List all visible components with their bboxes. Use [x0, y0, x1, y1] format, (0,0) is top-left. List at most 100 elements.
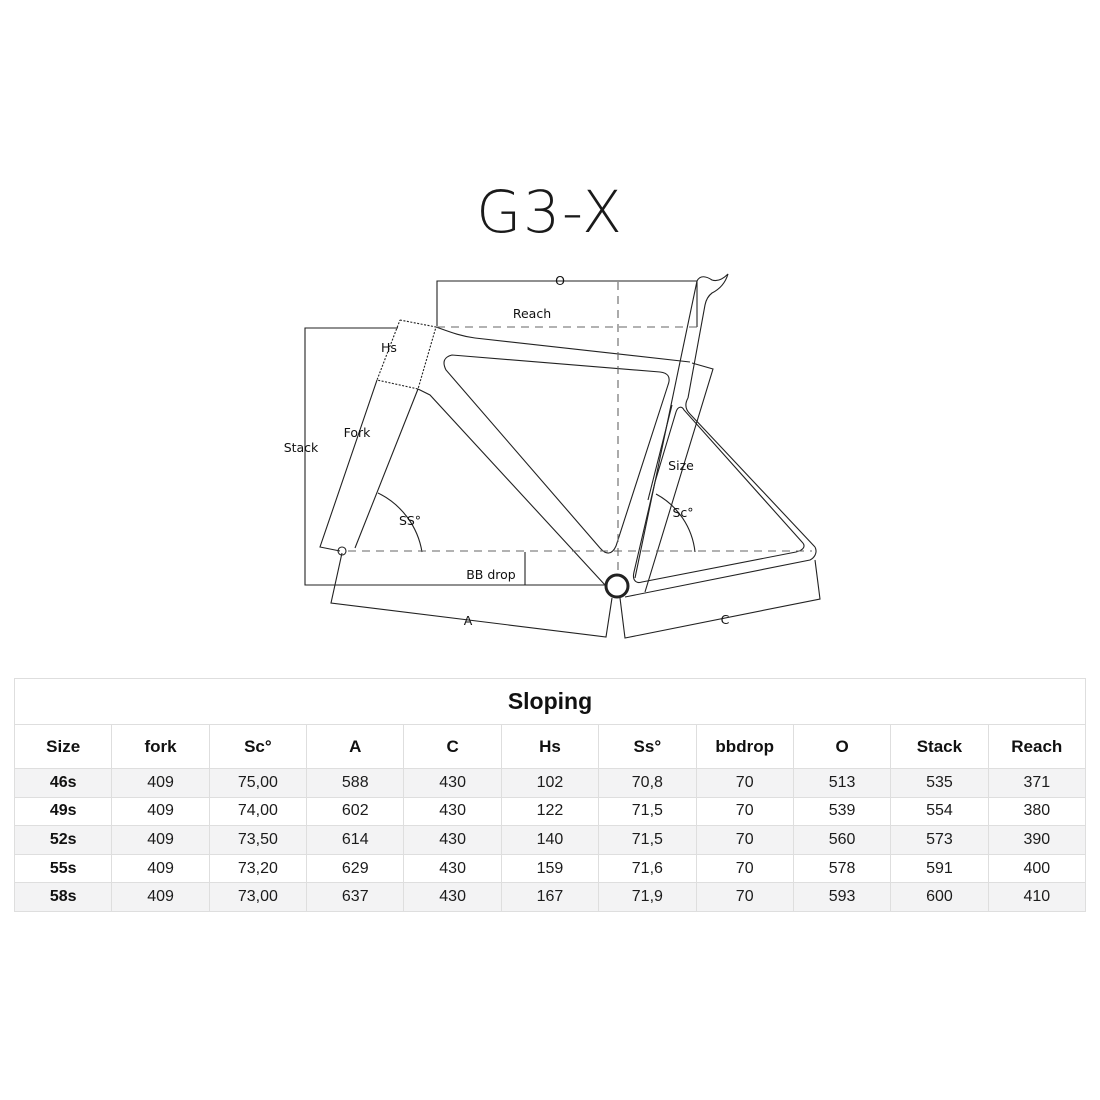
stack-dimension-line — [304, 327, 605, 586]
table-cell: 140 — [500, 825, 600, 855]
label-size: Size — [668, 458, 694, 473]
table-cell: 578 — [792, 853, 892, 884]
table-cell: 70 — [695, 853, 794, 884]
size-cell: 49s — [13, 796, 113, 827]
table-cell: 73,50 — [208, 825, 308, 855]
table-cell: 430 — [403, 768, 502, 798]
table-cell: 75,00 — [208, 768, 308, 798]
table-cell: 167 — [500, 882, 600, 912]
column-header: fork — [111, 724, 210, 769]
down-tube-outer — [417, 388, 606, 586]
table-cell: 73,00 — [208, 882, 308, 912]
table-cell: 400 — [987, 853, 1087, 884]
table-cell: 73,20 — [208, 853, 308, 884]
table-cell: 159 — [500, 853, 600, 884]
table-cell: 409 — [111, 853, 210, 884]
frame-geometry-diagram: O Reach Hs Stack Fork Size SS° Sc° BB dr… — [284, 273, 821, 639]
model-title: G3-X — [476, 178, 624, 246]
column-header: A — [306, 724, 405, 769]
table-cell: 430 — [403, 825, 502, 855]
column-header: bbdrop — [695, 724, 794, 769]
head-tube-outline — [376, 319, 437, 390]
table-cell: 371 — [987, 768, 1087, 798]
front-triangle-inner — [443, 354, 670, 554]
table-cell: 71,5 — [598, 825, 697, 855]
size-cell: 46s — [13, 768, 113, 798]
label-hs: Hs — [381, 340, 397, 355]
table-cell: 637 — [306, 882, 405, 912]
top-tube-outer — [435, 326, 691, 363]
table-cell: 71,6 — [598, 853, 697, 884]
label-o: O — [555, 273, 565, 288]
table-cell: 70 — [695, 825, 794, 855]
column-header: Sc° — [208, 724, 308, 769]
column-header: Reach — [987, 724, 1087, 769]
table-cell: 554 — [890, 796, 989, 827]
geometry-table-container: Sloping Size fork Sc° A C Hs Ss° bbdrop … — [13, 678, 1087, 912]
table-cell: 409 — [111, 882, 210, 912]
fork-outline — [319, 379, 378, 552]
table-cell: 409 — [111, 768, 210, 798]
table-cell: 410 — [987, 882, 1087, 912]
table-cell: 122 — [500, 796, 600, 827]
table-cell: 409 — [111, 825, 210, 855]
table-cell: 430 — [403, 882, 502, 912]
table-cell: 560 — [792, 825, 892, 855]
chainstay-outer — [624, 546, 817, 598]
table-cell: 591 — [890, 853, 989, 884]
label-ss-angle: SS° — [399, 513, 421, 528]
column-header: Hs — [500, 724, 600, 769]
table-cell: 602 — [306, 796, 405, 827]
size-cell: 52s — [13, 825, 113, 855]
table-cell: 430 — [403, 796, 502, 827]
size-cell: 58s — [13, 882, 113, 912]
size-dimension-line — [644, 362, 714, 593]
table-cell: 430 — [403, 853, 502, 884]
table-cell: 380 — [987, 796, 1087, 827]
table-cell: 513 — [792, 768, 892, 798]
column-header: Ss° — [598, 724, 697, 769]
seat-post — [687, 273, 729, 399]
label-sc-angle: Sc° — [672, 505, 693, 520]
a-dimension-line — [330, 552, 613, 638]
table-cell: 71,5 — [598, 796, 697, 827]
table-cell: 593 — [792, 882, 892, 912]
table-cell: 70 — [695, 882, 794, 912]
table-cell: 71,9 — [598, 882, 697, 912]
column-header: Size — [13, 724, 113, 769]
geometry-table: Sloping Size fork Sc° A C Hs Ss° bbdrop … — [13, 678, 1087, 912]
table-cell: 535 — [890, 768, 989, 798]
table-cell: 539 — [792, 796, 892, 827]
o-dimension-line — [436, 280, 697, 326]
label-reach: Reach — [513, 306, 551, 321]
table-cell: 573 — [890, 825, 989, 855]
column-header: C — [403, 724, 502, 769]
table-cell: 409 — [111, 796, 210, 827]
table-cell: 70 — [695, 768, 794, 798]
rear-triangle-inner — [632, 406, 805, 584]
label-fork: Fork — [344, 425, 372, 440]
sc-angle-arc — [655, 493, 696, 553]
table-cell: 614 — [306, 825, 405, 855]
table-cell: 588 — [306, 768, 405, 798]
table-cell: 70,8 — [598, 768, 697, 798]
table-cell: 74,00 — [208, 796, 308, 827]
label-stack: Stack — [284, 440, 319, 455]
table-header-row: Size fork Sc° A C Hs Ss° bbdrop O Stack … — [13, 724, 1087, 769]
column-header: O — [792, 724, 892, 769]
table-cell: 600 — [890, 882, 989, 912]
table-cell: 390 — [987, 825, 1087, 855]
label-a: A — [464, 613, 473, 628]
label-c: C — [721, 612, 730, 627]
table-caption: Sloping — [14, 678, 1086, 725]
column-header: Stack — [890, 724, 989, 769]
label-bb-drop: BB drop — [466, 567, 516, 582]
table-cell: 629 — [306, 853, 405, 884]
c-dimension-line — [619, 559, 821, 639]
table-cell: 70 — [695, 796, 794, 827]
ss-angle-arc — [377, 492, 423, 553]
